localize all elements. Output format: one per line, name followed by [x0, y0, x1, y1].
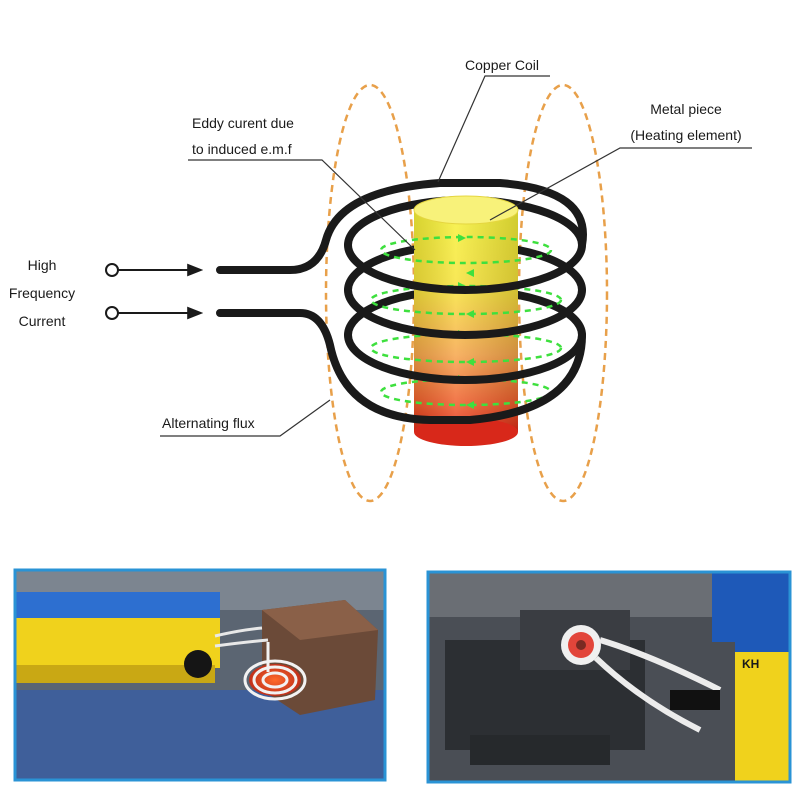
metal-leader	[489, 147, 752, 221]
label-eddy-line2: to induced e.m.f	[192, 141, 292, 157]
coil-bottom-lead	[216, 309, 586, 424]
flux-loop-left	[324, 83, 416, 503]
induction-diagram: Copper Coil Eddy curent due to induced e…	[9, 57, 752, 503]
coil-top-loop	[216, 179, 587, 274]
copper-coil-leader	[437, 75, 550, 183]
input-terminals	[105, 263, 204, 320]
eddy-leader	[188, 159, 416, 251]
label-flux: Alternating flux	[162, 415, 255, 431]
terminal-bottom	[105, 306, 119, 320]
photo-right-frame	[426, 570, 792, 784]
leader-lines	[160, 75, 752, 437]
label-eddy-line1: Eddy curent due	[192, 115, 294, 131]
metal-piece-top	[413, 195, 519, 225]
flux-loop-right	[517, 83, 609, 503]
terminal-top	[105, 263, 119, 277]
label-source-line2: Frequency	[9, 285, 75, 301]
flux-leader	[160, 399, 331, 437]
photo-left-frame	[13, 568, 387, 782]
label-metal-line2: (Heating element)	[630, 127, 741, 143]
photo-right-badge: KH	[742, 657, 759, 671]
label-source-line1: High	[28, 257, 57, 273]
photo-right: KH	[426, 570, 792, 784]
copper-coil	[216, 179, 587, 424]
metal-piece	[413, 195, 519, 446]
photo-left	[13, 568, 387, 782]
label-copper-coil: Copper Coil	[465, 57, 539, 73]
label-source-line3: Current	[19, 313, 66, 329]
label-metal-line1: Metal piece	[650, 101, 722, 117]
metal-piece-bottom	[414, 418, 518, 446]
